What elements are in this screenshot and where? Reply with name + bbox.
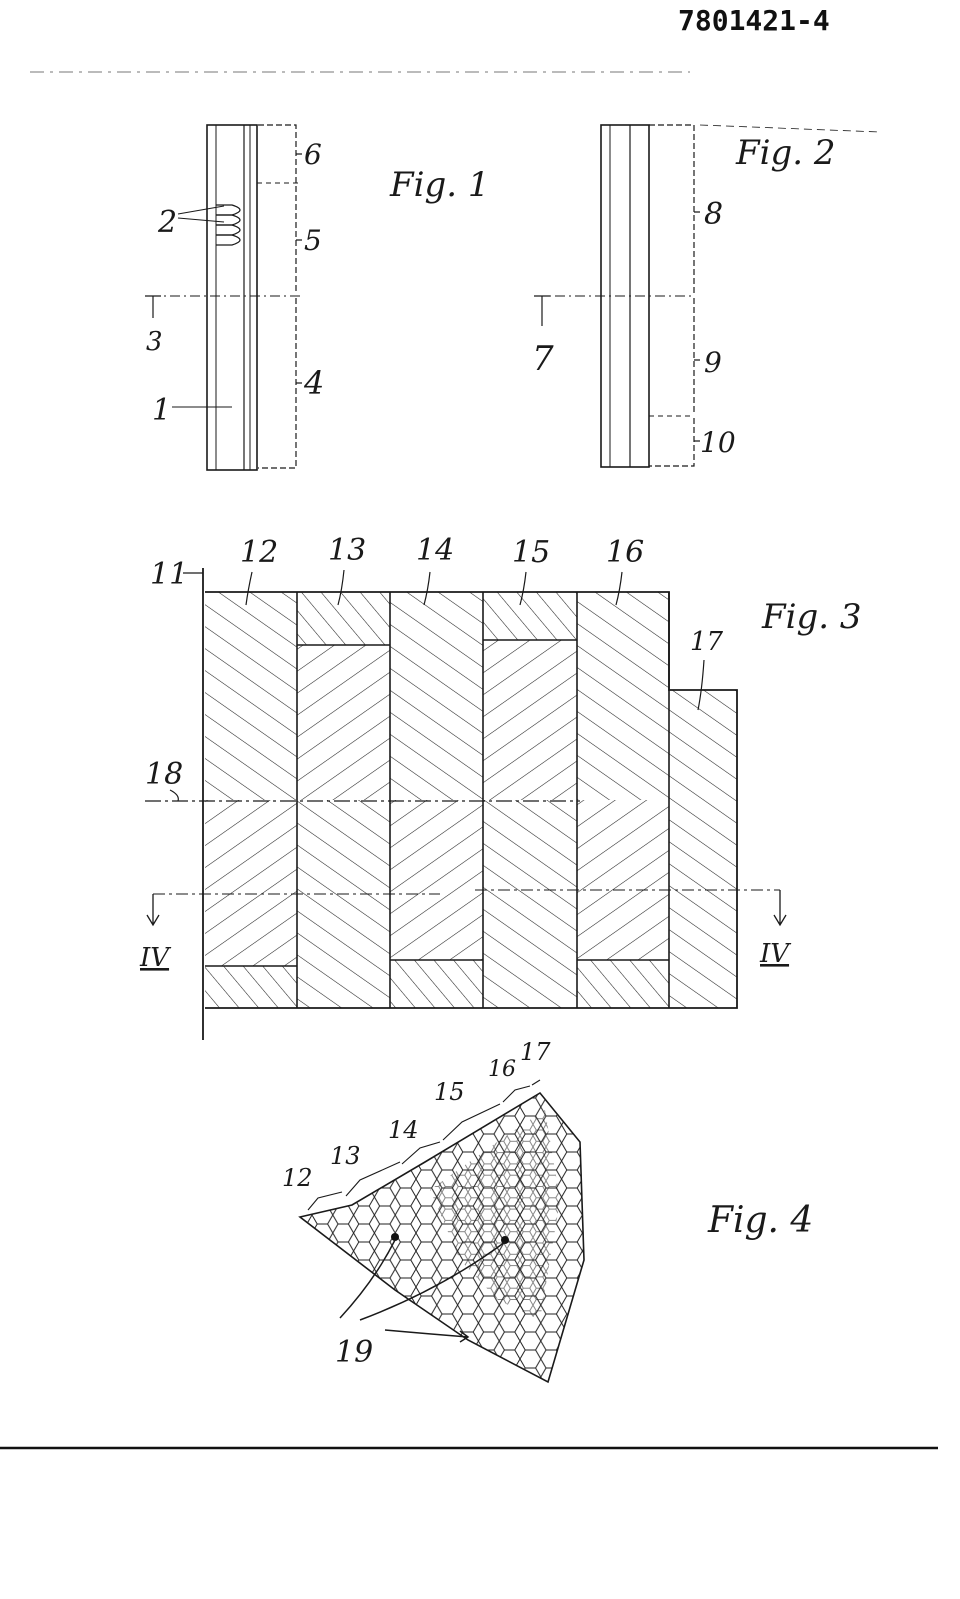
fig1-section-arrow (145, 295, 161, 318)
fig3-section-line-iv (153, 889, 780, 895)
fig2-brace-8 (649, 124, 700, 294)
fig3-label-iv-left: IV (139, 943, 171, 973)
fig2-top-dash (699, 124, 881, 133)
fig4-label-19: 19 (335, 1335, 373, 1370)
fig3-block-12-lower (205, 800, 297, 966)
fig3-block-12-upper (205, 592, 297, 800)
fig3-leader-16 (615, 571, 623, 606)
fig4-leader-19c (384, 1329, 470, 1343)
fig4-leader-19a (339, 1239, 396, 1319)
fig1-brace-6 (258, 124, 302, 183)
fig3-block-16-upper (577, 592, 669, 800)
fig3-block-13-cap (297, 592, 390, 645)
fig3-leader-15 (519, 571, 527, 606)
fig2-label-10: 10 (700, 426, 736, 459)
fig4-leader-19b (359, 1241, 506, 1321)
fig3-drawing (145, 568, 787, 1040)
fig3-label-iv-right: IV (759, 939, 791, 969)
fig1-label-5: 5 (304, 224, 322, 257)
fig3-block-17 (669, 690, 737, 1008)
fig4-dimension-15 (442, 1103, 501, 1141)
fig1-drawing (145, 124, 302, 471)
fig4-dimension-14 (401, 1141, 441, 1165)
fig1-label-2: 2 (157, 205, 177, 240)
fig3-leader-12 (245, 571, 253, 606)
fig2-label-9: 9 (704, 346, 722, 379)
fig2-label-7: 7 (532, 339, 554, 379)
fig4-dimension-12 (307, 1191, 343, 1211)
fig1-label-3: 3 (146, 327, 163, 357)
fig3-label-16: 16 (606, 535, 644, 570)
fig3-block-13-upper (297, 645, 390, 800)
fig4-label-14: 14 (388, 1116, 419, 1144)
fig3-label-14: 14 (416, 533, 454, 568)
fig3-title: Fig. 3 (761, 597, 861, 637)
fig3-block-15-upper (483, 640, 577, 800)
fig3-block-14-base (390, 960, 483, 1008)
fig2-drawing (534, 124, 881, 468)
fig3-label-18: 18 (145, 757, 183, 792)
fig4-drawing (298, 1079, 585, 1384)
fig4-label-17: 17 (520, 1038, 551, 1066)
fig4-dimension-17 (531, 1079, 541, 1086)
fig2-section-arrow (534, 295, 550, 326)
fig3-label-17: 17 (690, 627, 724, 657)
fig3-label-11: 11 (150, 557, 188, 592)
fig4-label-13: 13 (330, 1142, 361, 1170)
fig1-label-6: 6 (304, 138, 322, 171)
fig3-label-12: 12 (240, 535, 278, 570)
fig2-brace-9 (693, 298, 700, 414)
fig3-block-14-lower (390, 800, 483, 960)
fig4-label-12: 12 (282, 1164, 313, 1192)
fig3-block-16-lower (577, 800, 669, 960)
fig3-section-arrow-right (773, 890, 787, 927)
fig1-title: Fig. 1 (389, 165, 489, 205)
fig4-core-dot (391, 1233, 399, 1241)
fig2-label-8: 8 (704, 197, 723, 232)
fig3-block-15-lower (483, 800, 577, 1008)
fig3-leader-17 (697, 659, 705, 711)
fig3-leader-13 (337, 569, 345, 606)
fig2-title: Fig. 2 (735, 133, 835, 173)
fig1-label-4: 4 (303, 364, 324, 402)
fig3-block-14-upper (390, 592, 483, 800)
fig3-section-arrow-left (146, 894, 160, 927)
fig1-leader-2b (177, 217, 225, 223)
fig4-core-dot (501, 1236, 509, 1244)
fig1-brace-5 (295, 186, 302, 294)
fig3-block-15-cap (483, 592, 577, 640)
fig1-label-1: 1 (152, 393, 171, 428)
fig4-dimension-16 (502, 1085, 531, 1103)
fig4-dense-region (430, 1110, 560, 1320)
fig3-label-15: 15 (512, 535, 550, 570)
fig3-block-12-base (205, 966, 297, 1008)
fig3-leader-14 (423, 571, 431, 606)
fig3-block-16-base (577, 960, 669, 1008)
fig1-windings (216, 204, 241, 246)
fig1-brace-4 (258, 298, 302, 469)
fig2-brace-10 (649, 418, 700, 467)
fig4-title: Fig. 4 (707, 1200, 813, 1241)
fig3-leader-18 (169, 789, 179, 802)
fig1-strip (206, 124, 258, 471)
fig4-dimension-13 (345, 1161, 401, 1197)
fig4-label-16: 16 (488, 1057, 516, 1082)
fig1-leader-2a (177, 205, 225, 215)
fig3-outline (205, 591, 738, 1009)
fig4-label-15: 15 (434, 1078, 465, 1106)
patent-number: 7801421-4 (678, 4, 830, 37)
fig3-block-13-lower (297, 800, 390, 1008)
fig3-label-13: 13 (328, 533, 366, 568)
